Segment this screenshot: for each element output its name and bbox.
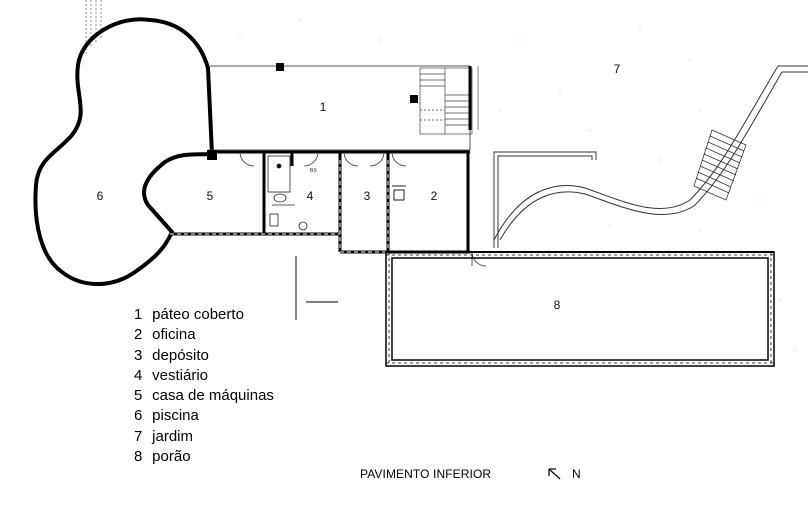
- legend-item: 8 porão: [134, 447, 274, 467]
- stair-hatch-top-left: [85, 0, 102, 55]
- room-number-1: 1: [319, 100, 327, 114]
- legend-number: 2: [134, 326, 143, 344]
- garden-stairs: [693, 129, 747, 201]
- legend-label: oficina: [152, 326, 196, 344]
- legend-number: 7: [134, 427, 143, 445]
- legend-label: páteo coberto: [152, 306, 244, 323]
- wall-inner: [170, 160, 470, 253]
- legend-number: 5: [134, 387, 143, 405]
- legend-number: 6: [134, 407, 143, 425]
- legend-item: 2 oficina: [134, 325, 274, 345]
- legend-label: jardim: [152, 427, 194, 445]
- wc-label: BS: [310, 168, 317, 174]
- room-number-6: 6: [96, 189, 104, 203]
- legend-label: depósito: [152, 346, 209, 364]
- pool-outline: [33, 17, 214, 286]
- legend-label: vestiário: [152, 366, 209, 384]
- garden-texture: [239, 19, 796, 351]
- legend-item: 1 páteo coberto: [134, 305, 274, 325]
- room-number-2: 2: [430, 189, 438, 203]
- patio-stairs: [419, 67, 473, 135]
- room-number-8: 8: [553, 298, 561, 312]
- door-swings: [239, 151, 487, 267]
- legend-item: 7 jardim: [134, 427, 274, 447]
- legend-item: 5 casa de máquinas: [134, 386, 274, 406]
- plan-title: PAVIMENTO INFERIOR: [360, 467, 492, 481]
- column: [207, 150, 217, 160]
- basement-walls: [385, 251, 775, 367]
- north-arrow-icon: [548, 468, 561, 480]
- basement-hatch: [386, 252, 774, 366]
- bathroom-fixtures: [267, 155, 308, 231]
- workshop-fixture: [392, 185, 406, 201]
- section-marker: [295, 256, 338, 320]
- covered-patio: [208, 65, 471, 151]
- legend-label: casa de máquinas: [152, 387, 274, 405]
- room-number-3: 3: [363, 189, 371, 203]
- legend-label: porão: [152, 448, 191, 466]
- room-number-7: 7: [613, 62, 621, 76]
- legend-item: 6 piscina: [134, 406, 274, 426]
- legend-item: 3 depósito: [134, 346, 274, 366]
- legend: 1 páteo coberto 2 oficina 3 depósito 4 v…: [134, 305, 274, 467]
- legend-label: piscina: [152, 407, 199, 425]
- legend-number: 4: [134, 366, 143, 384]
- legend-number: 1: [134, 306, 143, 323]
- legend-number: 8: [134, 448, 143, 466]
- north-indicator: N: [546, 467, 581, 481]
- north-label: N: [572, 467, 581, 481]
- room-number-5: 5: [206, 189, 214, 203]
- column: [276, 63, 284, 71]
- column: [410, 95, 418, 103]
- legend-item: 4 vestiário: [134, 366, 274, 386]
- walls: [170, 150, 470, 254]
- legend-number: 3: [134, 346, 143, 364]
- room-number-4: 4: [306, 189, 314, 203]
- garden-structure: [493, 65, 808, 248]
